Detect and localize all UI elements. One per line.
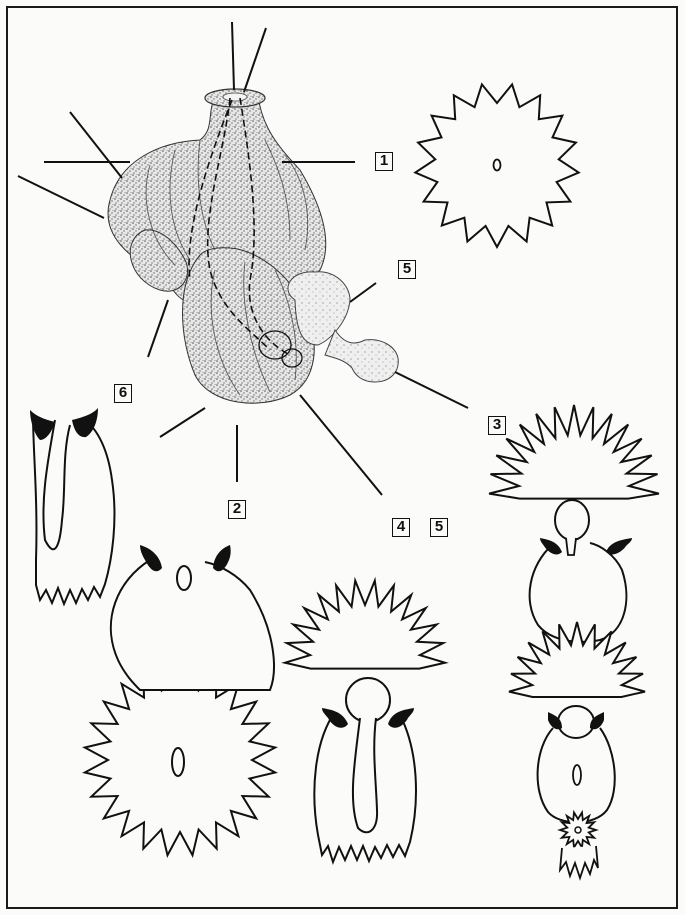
outlet-tube [325,330,398,382]
label-3: 3 [488,416,506,435]
left-cup [30,408,114,604]
label-5-top: 5 [398,260,416,279]
bottom-middle-cup [285,581,445,862]
right-column [489,405,659,878]
label-5-bottom: 5 [430,518,448,537]
label-6: 6 [114,384,132,403]
label-4: 4 [392,518,410,537]
bottom-left-cup [85,545,275,855]
top-right-disc [415,84,578,247]
label-1: 1 [375,152,393,171]
stippled-organism [108,89,398,403]
label-2: 2 [228,500,246,519]
